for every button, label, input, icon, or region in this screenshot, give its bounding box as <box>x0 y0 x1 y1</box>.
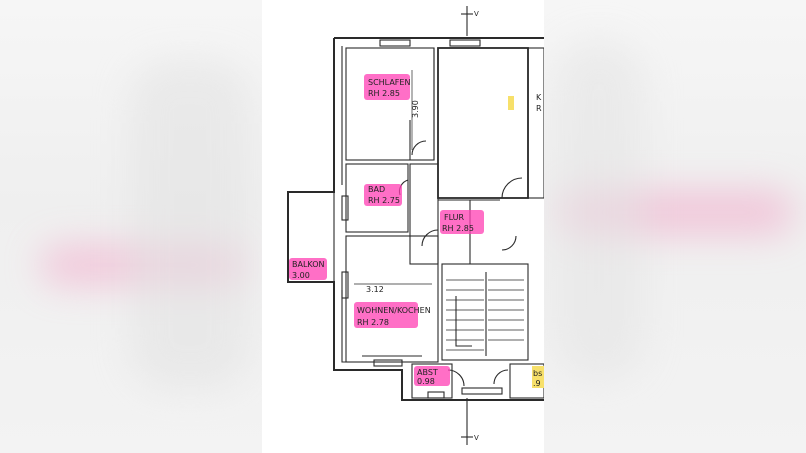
window-wohnen-bottom <box>373 359 403 367</box>
room-name-wohnen: WOHNEN/KOCHEN <box>357 306 431 315</box>
room-bs-outline <box>509 363 544 399</box>
room-k-outline <box>437 47 529 199</box>
highlight-flur <box>440 210 484 234</box>
stair-treads <box>446 279 524 351</box>
stair-arrow <box>455 296 472 347</box>
room-name-bad: BAD <box>368 185 385 194</box>
room-name-flur: FLUR <box>444 213 465 222</box>
door-swing-bottom <box>493 369 509 385</box>
cutoff-label-r: R <box>536 104 542 113</box>
door-swing-flur <box>421 229 439 247</box>
room-bad-outline <box>345 163 409 233</box>
dimension-label-horizontal: 3.12 <box>366 285 384 294</box>
room-height-flur: RH 2.85 <box>442 224 474 233</box>
blurred-background-left <box>0 0 262 453</box>
blurred-grey-shape <box>554 40 644 380</box>
window-wohnen <box>341 271 349 299</box>
dimension-label-vertical: 3.90 <box>411 100 420 118</box>
cutoff-label-k: K <box>536 93 542 102</box>
door-swing-stair <box>501 235 517 251</box>
room-wohnen-outline <box>345 235 439 363</box>
axis-letter-bottom: V <box>474 434 479 442</box>
outer-wall-left <box>287 38 544 401</box>
door-swing-k <box>501 177 523 199</box>
room-k-right-strip <box>527 47 544 199</box>
highlight-wohnen <box>354 302 418 328</box>
highlight-abst <box>414 366 450 386</box>
highlight-schlafen <box>364 74 410 100</box>
room-labels: V V SCHLAFEN RH 2.85 BAD RH 2.75 FLUR RH… <box>292 10 542 442</box>
room-schlafen-outline <box>345 47 435 161</box>
room-height-bad: RH 2.75 <box>368 196 400 205</box>
window-bottom <box>461 387 503 395</box>
window-top-right <box>449 39 481 47</box>
door-swing-abst <box>447 369 465 387</box>
room-height-abst: 0.98 <box>417 377 435 386</box>
highlight-marks <box>289 74 484 386</box>
axis-letter-top: V <box>474 10 479 18</box>
yellow-mark-bottom <box>532 366 544 388</box>
room-height-schlafen: RH 2.85 <box>368 89 400 98</box>
room-name-balkon: BALKON <box>292 260 325 269</box>
blurred-background-right <box>544 0 806 453</box>
highlight-bad <box>364 184 402 206</box>
balcony-outline <box>287 191 335 283</box>
blurred-grey-shape <box>130 60 250 390</box>
floor-plan-drawing: V V SCHLAFEN RH 2.85 BAD RH 2.75 FLUR RH… <box>287 6 544 445</box>
room-name-schlafen: SCHLAFEN <box>368 78 410 87</box>
door-swing-schlafen <box>411 140 427 156</box>
window-abst <box>427 391 445 399</box>
window-bad <box>341 195 349 221</box>
room-name-abst: ABST <box>417 368 438 377</box>
floor-plan: V V SCHLAFEN RH 2.85 BAD RH 2.75 FLUR RH… <box>262 0 544 453</box>
room-height-balkon: 3.00 <box>292 271 310 280</box>
room-height-wohnen: RH 2.78 <box>357 318 389 327</box>
window-top-left <box>379 39 411 47</box>
cutoff-label-dot9: .9 <box>533 379 541 388</box>
stairwell-outline <box>441 263 529 361</box>
highlight-balkon <box>289 258 327 280</box>
cutoff-label-bs: bs <box>533 369 542 378</box>
hall-flur-outline <box>409 163 439 265</box>
yellow-mark <box>508 96 514 110</box>
